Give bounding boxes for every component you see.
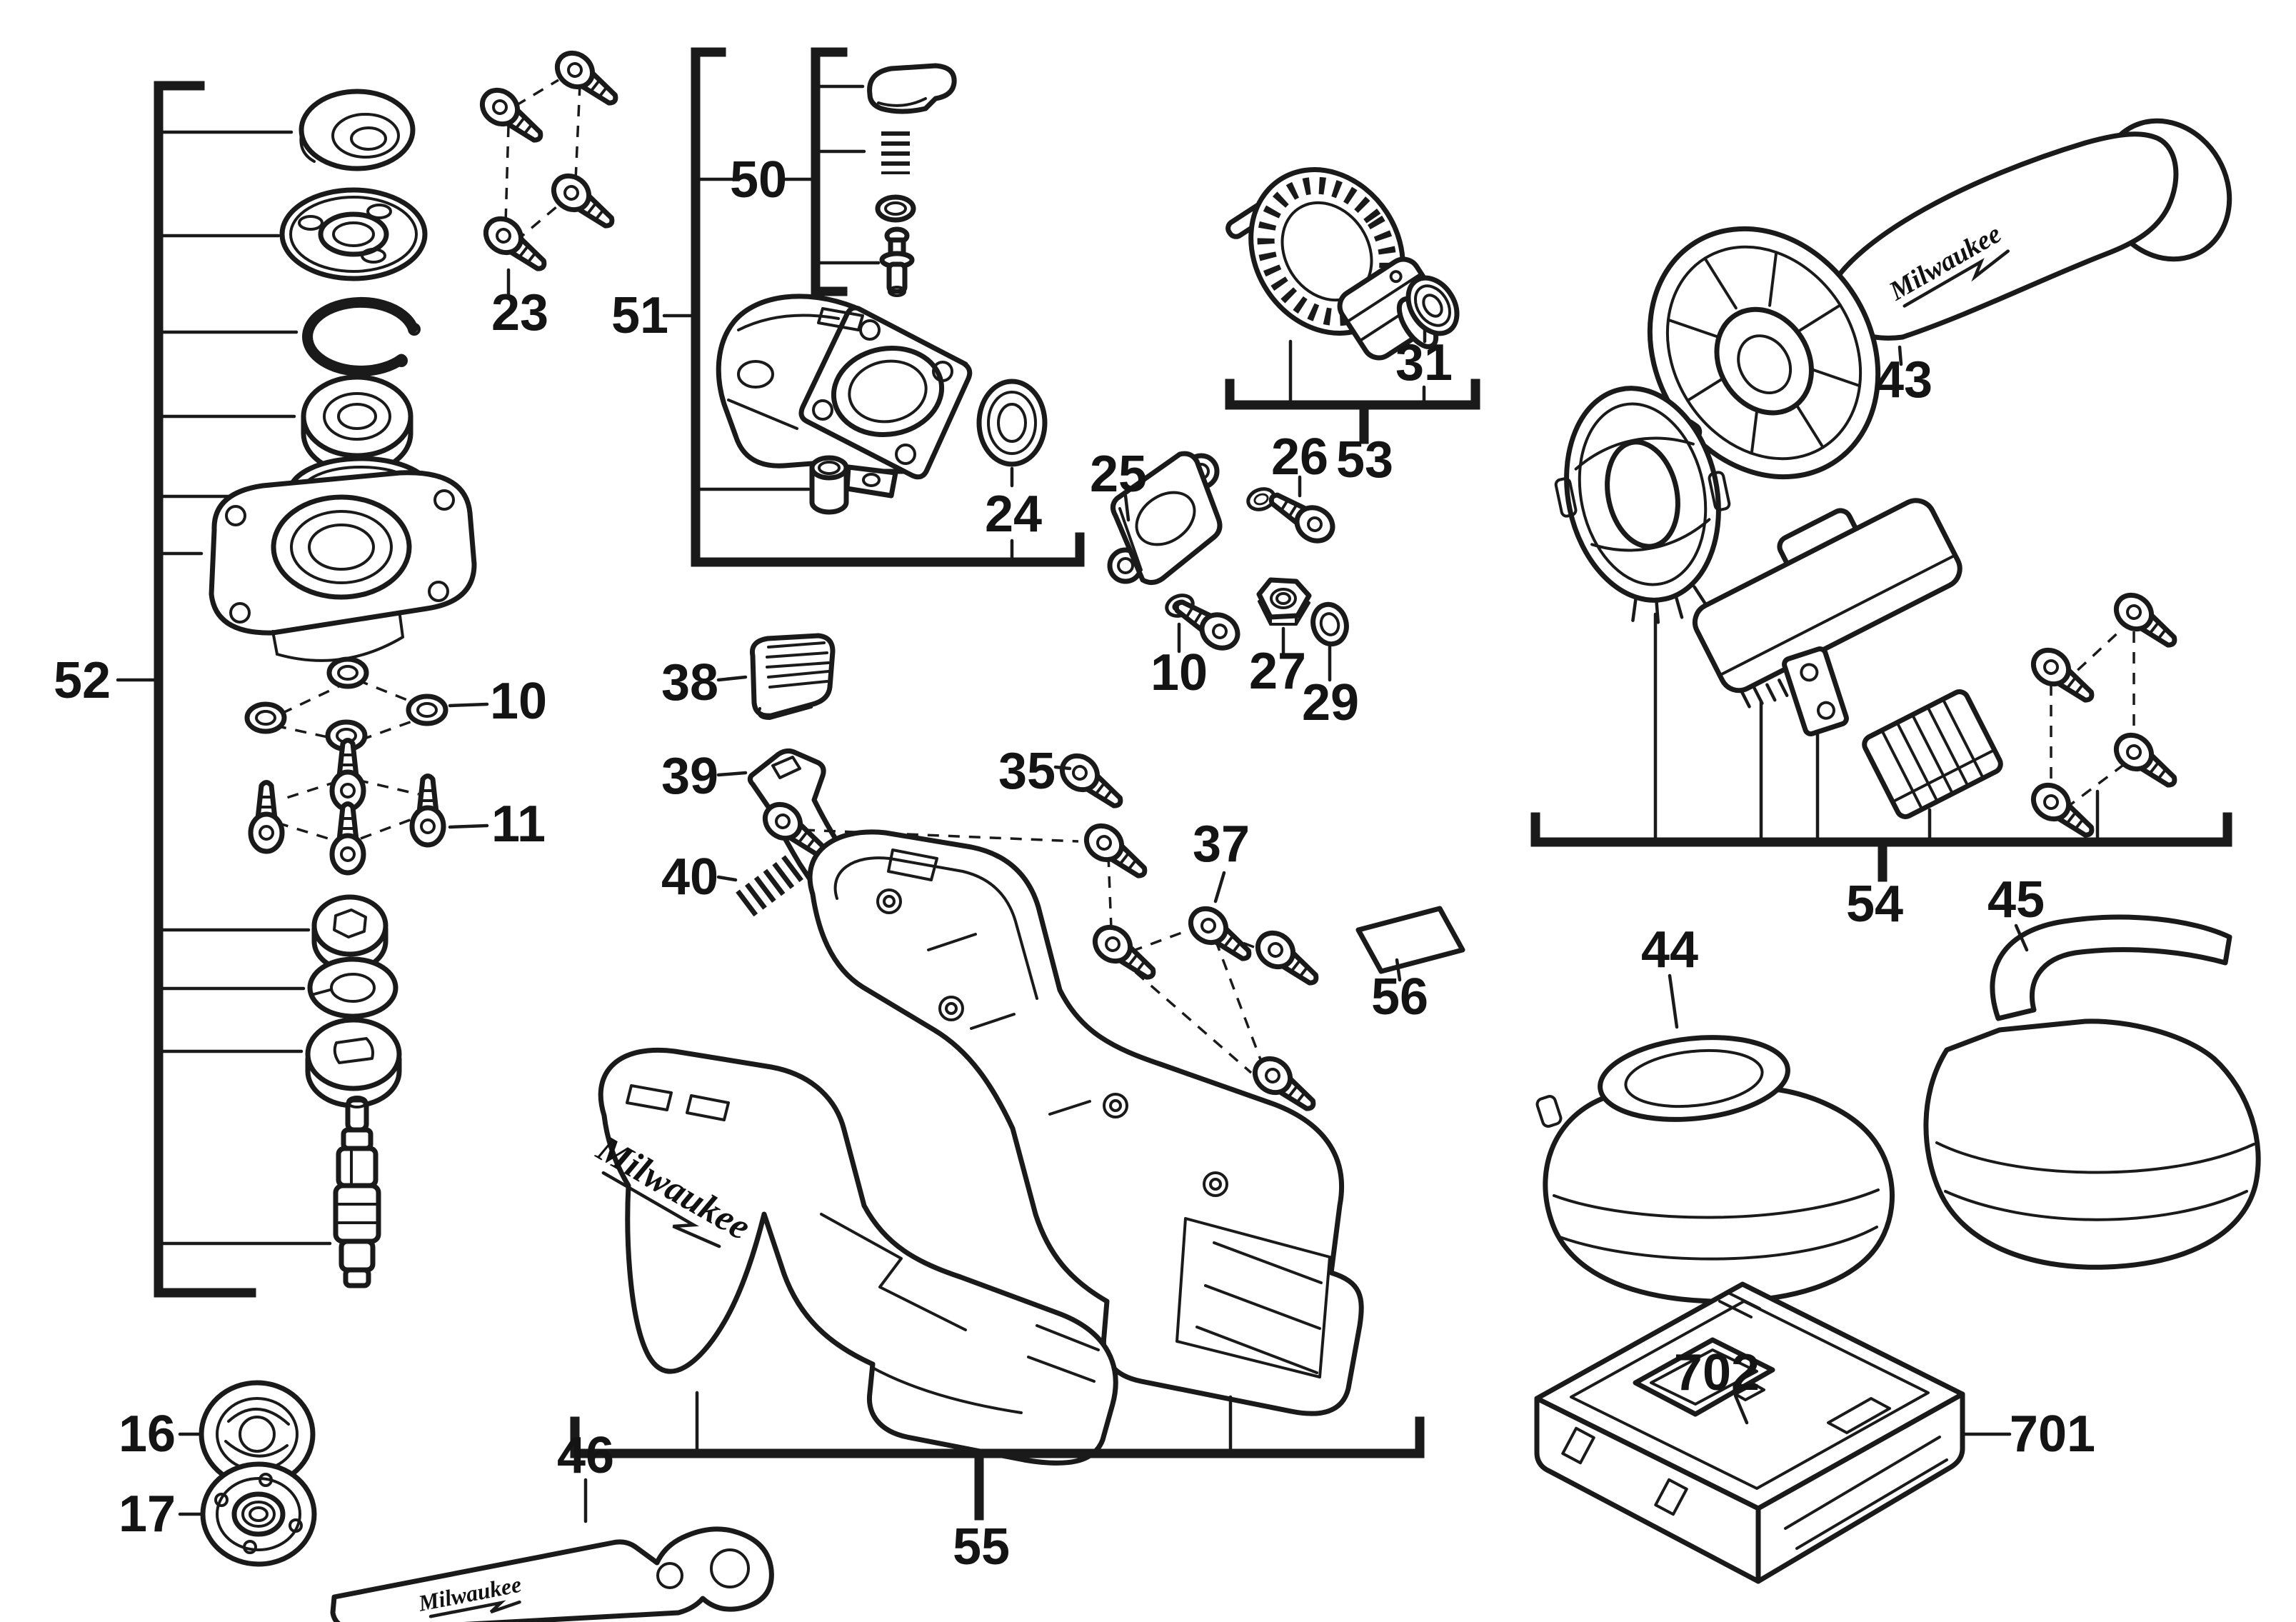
screws-37-group: 37	[758, 798, 1325, 1119]
storage-case-701	[1534, 1281, 1965, 1584]
screws-54-group	[2027, 589, 2183, 846]
dust-cap	[299, 89, 416, 171]
screws-11-group: 11	[251, 741, 546, 873]
callout-53: 53	[1336, 431, 1393, 489]
callout-45: 45	[1987, 871, 2045, 928]
callout-43: 43	[1875, 351, 1932, 409]
callout-37: 37	[1193, 816, 1250, 873]
callout-10-mid: 10	[1150, 644, 1208, 701]
bearing-31	[1405, 275, 1460, 336]
group-52: 52	[54, 81, 547, 1298]
callout-39: 39	[661, 748, 718, 805]
group-plate-fasteners: 25 26 10 27 29	[1090, 429, 1359, 731]
callout-46: 46	[557, 1427, 614, 1484]
bracket-53	[1225, 379, 1480, 444]
callout-11: 11	[491, 796, 546, 853]
callout-23: 23	[491, 284, 548, 341]
housing-half-inner	[807, 829, 1364, 1416]
cam-ring	[305, 1017, 402, 1108]
group-51: 51 24	[611, 47, 1085, 567]
bracket-55	[570, 1416, 1425, 1521]
clamp-nut-17	[200, 1461, 317, 1567]
callout-44: 44	[1641, 921, 1698, 978]
group-50: 50	[698, 47, 957, 297]
leader-lines-52	[156, 130, 332, 1246]
gearcase-cover	[209, 470, 477, 662]
group-54: 54	[1530, 386, 2232, 933]
group-case: 702 701	[1534, 1281, 2095, 1584]
callout-29: 29	[1302, 674, 1359, 731]
callout-38: 38	[661, 654, 718, 711]
group-55: 37 Milwaukee 56	[570, 798, 1465, 1576]
nameplate-56: 56	[1355, 906, 1465, 1026]
armature-assembly	[1225, 167, 1445, 361]
callout-701: 701	[2010, 1406, 2095, 1463]
callout-10-left: 10	[490, 673, 547, 730]
bracket-54	[1530, 812, 2232, 882]
bracket-52	[154, 81, 256, 1298]
callout-50: 50	[730, 151, 787, 209]
retaining-ring	[302, 296, 421, 376]
callout-55: 55	[953, 1518, 1010, 1576]
callout-16: 16	[119, 1406, 176, 1463]
flange-washer	[279, 187, 428, 281]
callout-56: 56	[1371, 968, 1428, 1026]
callout-54: 54	[1846, 876, 1903, 933]
wheel-guard-44	[1535, 1035, 1895, 1304]
group-flanges: 16 17 Milwaukee 46	[119, 1380, 774, 1622]
hex-nut-27	[1256, 577, 1312, 626]
field-stator	[1554, 386, 1731, 624]
case-insert-702	[1633, 1337, 1775, 1417]
spindle-lock-button	[867, 63, 957, 114]
callout-26: 26	[1271, 429, 1328, 486]
bearing-24	[976, 379, 1048, 467]
side-handle: Milwaukee	[1647, 118, 2232, 480]
callout-24: 24	[985, 486, 1042, 543]
callout-40: 40	[661, 848, 718, 906]
callout-25: 25	[1090, 446, 1147, 503]
pin-sleeve	[809, 455, 849, 515]
group-guards: 44 45	[1535, 871, 2261, 1304]
micro-switch	[1782, 646, 1849, 736]
callout-17: 17	[119, 1486, 176, 1543]
group-43: Milwaukee 43	[1647, 118, 2232, 480]
bracket-51	[691, 47, 1085, 567]
bearing-plate-25	[1107, 451, 1223, 585]
spring-40	[736, 854, 804, 917]
washer-29	[1310, 601, 1349, 647]
slider-button-38	[749, 633, 836, 720]
gearcase-housing	[716, 294, 973, 499]
callout-27: 27	[1249, 643, 1306, 700]
washers-10-group: 10	[247, 659, 547, 749]
callout-51: 51	[611, 287, 668, 344]
lock-pin	[879, 226, 915, 297]
bracket-50	[811, 47, 848, 296]
screw-35	[1056, 749, 1129, 816]
wheel-guard-45	[1923, 914, 2261, 1270]
switch-module	[1692, 498, 1962, 709]
flat-washer	[307, 956, 398, 1019]
connector-block	[1862, 689, 2003, 819]
callout-35: 35	[998, 743, 1056, 800]
callout-52: 52	[54, 652, 111, 709]
spindle-shaft	[333, 1096, 381, 1288]
spanner-wrench-46: Milwaukee	[330, 1526, 774, 1622]
callout-702: 702	[1674, 1344, 1760, 1401]
group-23: 23	[476, 46, 624, 341]
group-53: 31 53	[1225, 167, 1480, 489]
lock-o-ring	[875, 194, 916, 223]
callout-31: 31	[1395, 334, 1453, 391]
